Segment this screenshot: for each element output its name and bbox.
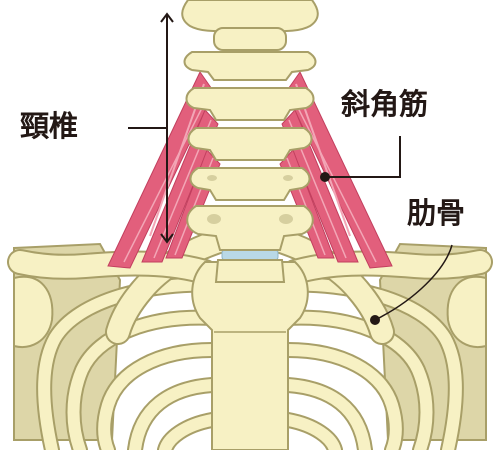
- leader-lines: [128, 12, 453, 325]
- vertebrae: [183, 51, 317, 283]
- scalene-label-leader: [325, 136, 401, 178]
- ribs-label: 肋骨: [407, 196, 466, 230]
- scalene-muscles-label: 斜角筋: [341, 87, 429, 121]
- vertebra-shading: [207, 175, 293, 224]
- cervical-bracket-arrow-bottom: [160, 233, 174, 244]
- sternum: [191, 261, 309, 450]
- left-shoulder-head: [13, 275, 54, 348]
- cervical-bracket-arrow-top: [160, 12, 174, 23]
- clavicles: [7, 249, 493, 285]
- scalene-pointer-dot: [320, 172, 330, 182]
- cervical-spine-label: 頸椎: [20, 109, 79, 143]
- rib-label-leader: [374, 244, 453, 321]
- ribcage: [36, 227, 464, 450]
- rib-pointer-dot: [370, 315, 380, 325]
- right-shoulder-head: [446, 275, 487, 348]
- vertebral-column: [181, 0, 319, 283]
